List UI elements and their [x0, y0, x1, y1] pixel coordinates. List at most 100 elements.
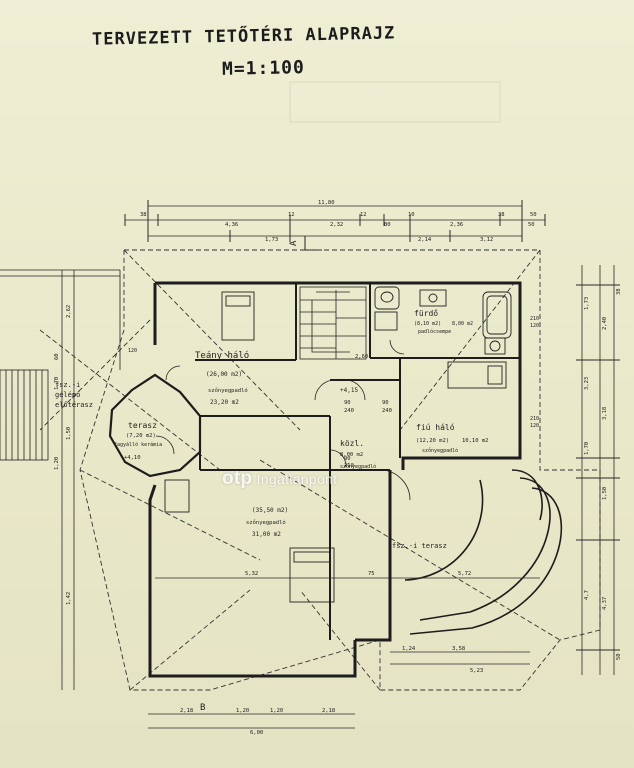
- dim-top-3c: 3,12: [480, 237, 493, 243]
- door-code-2: 90: [382, 400, 389, 406]
- room-terrace: terasz (7,20 m2) fagyálló kerámia +4,10: [114, 421, 162, 461]
- room-area: (35,50 m2): [252, 507, 288, 514]
- dim-top-2e: 50: [530, 212, 537, 218]
- room-floor: fagyálló kerámia: [114, 441, 162, 448]
- dim-interior-3: 75: [368, 571, 375, 577]
- dim-bottom-2: 1,20: [236, 708, 249, 714]
- room-line2: gélépő: [55, 390, 80, 399]
- room-area: (8,10 m2): [414, 321, 441, 327]
- dim-top-1c: 12: [360, 212, 367, 218]
- room-area: (12,20 m2): [416, 438, 449, 444]
- room-parents-bedroom: Teány háló (26,00 m2) szőnyegpadló 23,20…: [195, 350, 249, 406]
- dim-bottom-r3: 5,23: [470, 668, 483, 674]
- window-code-5: 120: [128, 348, 137, 354]
- door-code-7: 210: [344, 463, 354, 469]
- room-area: (7,20 m2): [126, 433, 156, 439]
- dim-right-4: 3,18: [602, 407, 608, 420]
- dim-right-2: 2,40: [602, 317, 608, 330]
- room-line3: előtérasz: [55, 400, 93, 409]
- room-name: fsz.-i: [55, 381, 80, 389]
- dim-bottom-total: 6,00: [250, 730, 263, 736]
- otp-logo: otp: [222, 468, 253, 489]
- room-name: fürdő: [414, 309, 438, 318]
- dim-left-4: 1,50: [66, 427, 72, 440]
- dim-top-2c: 80: [384, 222, 391, 228]
- right-dimension-text: 1,73 2,40 3,23 3,18 1,70 1,50 4,37 4,7 3…: [584, 288, 622, 660]
- watermark-text: Ingatlanpont: [256, 471, 338, 487]
- curved-balcony: [404, 469, 563, 635]
- door-codes: 2,60 90 240 90 240 90 210: [344, 354, 392, 469]
- room-floor: szőnyegpadló: [246, 519, 286, 526]
- watermark: otp Ingatlanpont: [222, 468, 337, 490]
- dim-bottom-r2: 3,58: [452, 646, 465, 652]
- dim-left-5: 1,20: [54, 457, 60, 470]
- dim-top-3b: 2,14: [418, 237, 432, 243]
- window-code-2: 120: [530, 323, 539, 329]
- door-swings: [155, 339, 411, 501]
- room-name: fsz.-i terasz: [392, 542, 447, 550]
- bottom-dimension-lines: [148, 651, 530, 729]
- room-entry-terrace: fsz.-i gélépő előtérasz: [55, 381, 93, 409]
- bottom-dimension-text: 2,18 1,20 1,20 2,18 6,00 1,24 3,58 5,23: [180, 646, 483, 736]
- dim-top-1b: 12: [288, 212, 295, 218]
- left-dimension-lines: [61, 270, 75, 690]
- dim-right-3: 3,23: [584, 377, 590, 390]
- door-code-4: 90: [344, 400, 351, 406]
- room-net: 8,00 m2: [452, 321, 473, 327]
- top-dimension-lines: [124, 200, 546, 242]
- bed-furniture: [164, 291, 507, 603]
- room-floor: szőnyegpadló: [422, 447, 458, 454]
- roof-outline: [39, 249, 601, 691]
- dim-right-6: 1,50: [602, 487, 608, 500]
- dim-top-1e: 38: [498, 212, 505, 218]
- dim-right-7: 4,37: [602, 597, 608, 610]
- left-dimension-text: 2,62 1,70 1,42 1,50 1,20 60: [54, 305, 72, 605]
- external-stair: [0, 269, 121, 461]
- dim-top-1a: 38: [140, 212, 147, 218]
- door-code-6: 90: [344, 456, 351, 462]
- room-ground-terrace: fsz.-i terasz: [392, 542, 447, 550]
- stair-level: +4,15: [340, 387, 358, 394]
- room-girls-bedroom: (35,50 m2) szőnyegpadló 31,00 m2: [246, 507, 288, 538]
- room-boys-bedroom: fiú háló (12,20 m2) 10,10 m2 szőnyegpadl…: [416, 422, 489, 454]
- room-name: fiú háló: [416, 422, 455, 432]
- dim-right-5: 1,70: [584, 442, 590, 455]
- room-name: Teány háló: [195, 350, 249, 361]
- dim-right-1: 1,73: [584, 297, 590, 310]
- section-mark-a: [304, 236, 322, 251]
- dim-left-6: 60: [54, 353, 60, 360]
- room-floor: padlócsempe: [418, 328, 451, 335]
- door-code-3: 240: [382, 408, 392, 414]
- window-code-3: 210: [530, 416, 539, 422]
- dim-bottom-3: 1,20: [270, 708, 283, 714]
- door-code-5: 240: [344, 408, 354, 414]
- room-level: +4,10: [124, 455, 141, 461]
- dim-interior-1: 5,32: [245, 571, 258, 577]
- room-name: terasz: [128, 421, 157, 430]
- interior-dimension-text: 5,32 5,72 75: [245, 571, 471, 577]
- terrace-octagon: [108, 373, 202, 478]
- dim-bottom-4: 2,18: [322, 708, 335, 714]
- dim-top-2a: 4,36: [225, 222, 238, 228]
- room-corridor: közl. 8,00 m2 szőnyegpadló: [340, 439, 376, 470]
- room-bathroom: fürdő (8,10 m2) 8,00 m2 padlócsempe: [414, 309, 473, 335]
- dim-bottom-1: 2,18: [180, 708, 193, 714]
- door-code-1: 2,60: [355, 354, 368, 360]
- dim-top-total: 11,80: [318, 200, 335, 206]
- dim-right-10: 50: [616, 653, 622, 660]
- interior-walls: [195, 283, 520, 640]
- section-label-b: B: [200, 703, 205, 713]
- right-dimension-lines: [576, 265, 620, 675]
- dim-top-1d: 10: [408, 212, 415, 218]
- dim-top-3a: 1,73: [265, 237, 278, 243]
- dim-top-1f: 50: [528, 222, 535, 228]
- room-net: 31,00 m2: [252, 531, 281, 538]
- window-code-4: 120: [530, 423, 539, 429]
- dim-left-3: 1,42: [66, 592, 72, 605]
- exterior-walls: [148, 281, 522, 678]
- dim-top-2d: 2,36: [450, 222, 463, 228]
- dim-left-1: 2,62: [66, 305, 72, 318]
- dim-right-8: 4,7: [584, 590, 590, 600]
- room-level-mark: +4,15: [340, 387, 358, 394]
